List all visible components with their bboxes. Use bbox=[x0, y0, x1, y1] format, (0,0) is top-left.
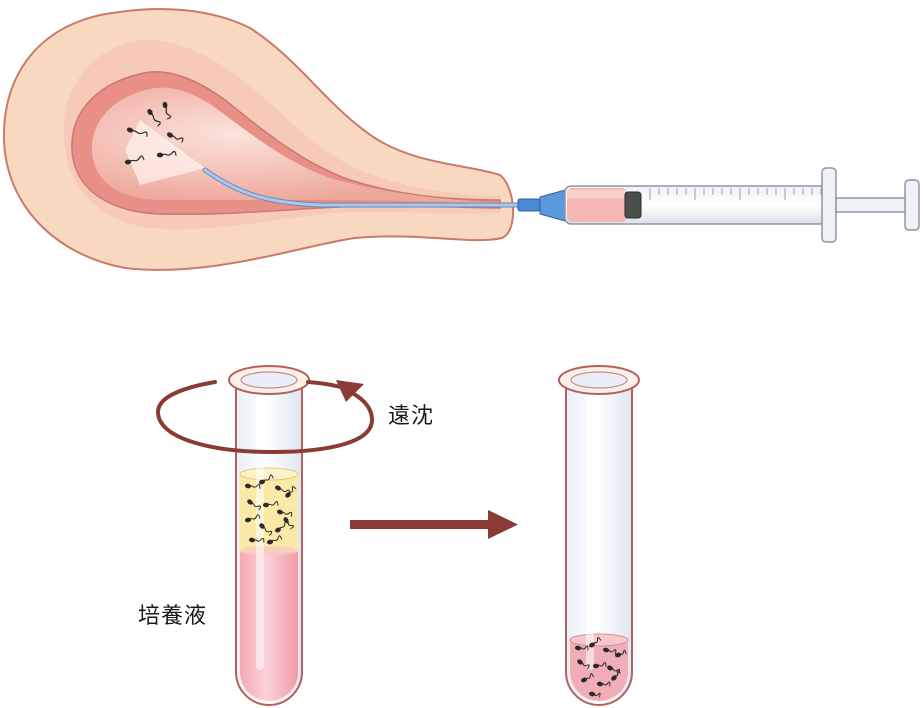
sperm-icon bbox=[611, 670, 621, 681]
sperm-group-uterus bbox=[124, 101, 184, 165]
rotation-arrow-icon bbox=[156, 380, 375, 455]
sperm-icon bbox=[126, 127, 148, 138]
sperm-icon bbox=[166, 132, 184, 143]
left-tube-medium bbox=[240, 550, 298, 701]
sperm-icon bbox=[596, 681, 611, 687]
rotation-arrow-head bbox=[336, 380, 364, 402]
sperm-icon bbox=[147, 108, 161, 127]
right-tube-pellet bbox=[570, 640, 628, 701]
sperm-icon bbox=[244, 483, 261, 489]
catheter-icon bbox=[202, 167, 523, 208]
syringe-plunger-head bbox=[624, 191, 642, 219]
sperm-icon bbox=[285, 486, 297, 498]
sperm-icon bbox=[258, 474, 274, 485]
syringe-flange bbox=[821, 167, 837, 243]
sperm-icon bbox=[156, 150, 177, 158]
sperm-icon bbox=[607, 665, 621, 674]
sperm-icon bbox=[614, 649, 627, 658]
syringe-plunger-rod bbox=[835, 197, 909, 213]
sperm-icon bbox=[276, 509, 293, 517]
test-tube-icon bbox=[156, 365, 310, 706]
right-arrow-head bbox=[488, 510, 518, 539]
syringe-hub bbox=[517, 198, 541, 212]
sperm-icon bbox=[266, 535, 283, 545]
sperm-icon bbox=[124, 155, 145, 165]
culture-medium-label: 培養液 bbox=[138, 604, 208, 629]
sperm-icon bbox=[262, 500, 279, 508]
sperm-icon bbox=[283, 517, 295, 530]
rotation-arrow-back bbox=[156, 380, 217, 414]
syringe-icon bbox=[517, 167, 920, 243]
sperm-icon bbox=[259, 523, 273, 536]
sperm-icon bbox=[248, 537, 265, 543]
sperm-icon bbox=[244, 514, 261, 523]
sperm-icon bbox=[574, 645, 589, 651]
sperm-icon bbox=[162, 101, 172, 120]
sperm-group-left-tube bbox=[244, 474, 297, 545]
sperm-spray bbox=[125, 120, 205, 185]
right-arrow-shaft bbox=[350, 520, 490, 529]
test-tube-icon bbox=[558, 365, 640, 706]
right-tube-body bbox=[565, 381, 633, 706]
sperm-icon bbox=[577, 659, 590, 670]
sperm-icon bbox=[580, 673, 594, 683]
centrifuge-label: 遠沈 bbox=[388, 404, 435, 429]
uterus-icon bbox=[2, 8, 514, 271]
sperm-icon bbox=[602, 647, 617, 655]
sperm-group-right-tube bbox=[574, 636, 627, 698]
rotation-arrow-front bbox=[156, 388, 375, 455]
sperm-icon bbox=[588, 691, 601, 698]
uterus-cavity bbox=[91, 87, 500, 204]
syringe-thumb-rest bbox=[904, 179, 920, 231]
sperm-icon bbox=[247, 499, 262, 511]
right-arrow-icon bbox=[350, 510, 518, 539]
sperm-icon bbox=[592, 661, 607, 669]
sperm-icon bbox=[589, 636, 602, 648]
